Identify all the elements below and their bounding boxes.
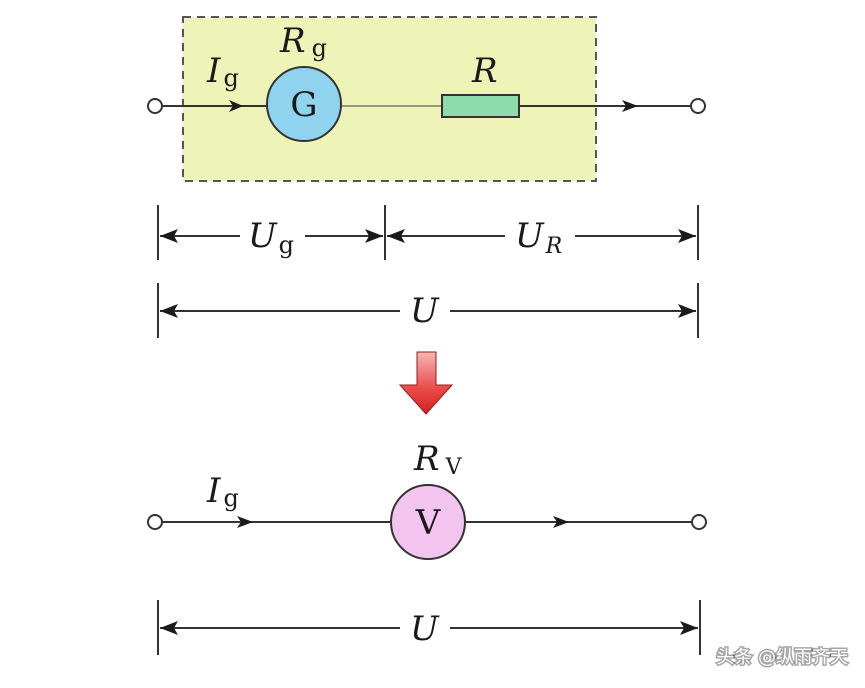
top-right-terminal (690, 98, 706, 114)
total-voltage-label-bottom: U (410, 609, 440, 649)
resistor-icon (441, 94, 520, 118)
galvanometer-letter: G (290, 85, 317, 125)
voltmeter-letter: V (415, 503, 442, 543)
total-voltage-label-top: U (410, 291, 440, 331)
voltmeter-icon (390, 484, 466, 560)
bottom-left-terminal (147, 514, 163, 530)
resistor-label: R (471, 51, 498, 91)
down-arrow-icon (398, 351, 454, 415)
ug-label: Ug (248, 216, 294, 259)
bottom-right-terminal (691, 514, 707, 530)
top-current-arrow-icon (229, 100, 243, 112)
ammeter-conversion-box (182, 16, 597, 182)
total-voltage-dimension-top (157, 283, 699, 338)
galvanometer-icon (266, 66, 342, 142)
bottom-current-arrow-icon (237, 516, 253, 528)
voltage-split-dimensions (157, 205, 699, 260)
total-voltage-dimension-bottom (157, 600, 701, 655)
bottom-output-arrow-icon (553, 516, 569, 528)
watermark-text: 头条 @纵雨齐天 (716, 647, 848, 668)
ur-label: UR (515, 216, 562, 259)
top-output-arrow-icon (622, 100, 638, 112)
top-left-terminal (147, 98, 163, 114)
